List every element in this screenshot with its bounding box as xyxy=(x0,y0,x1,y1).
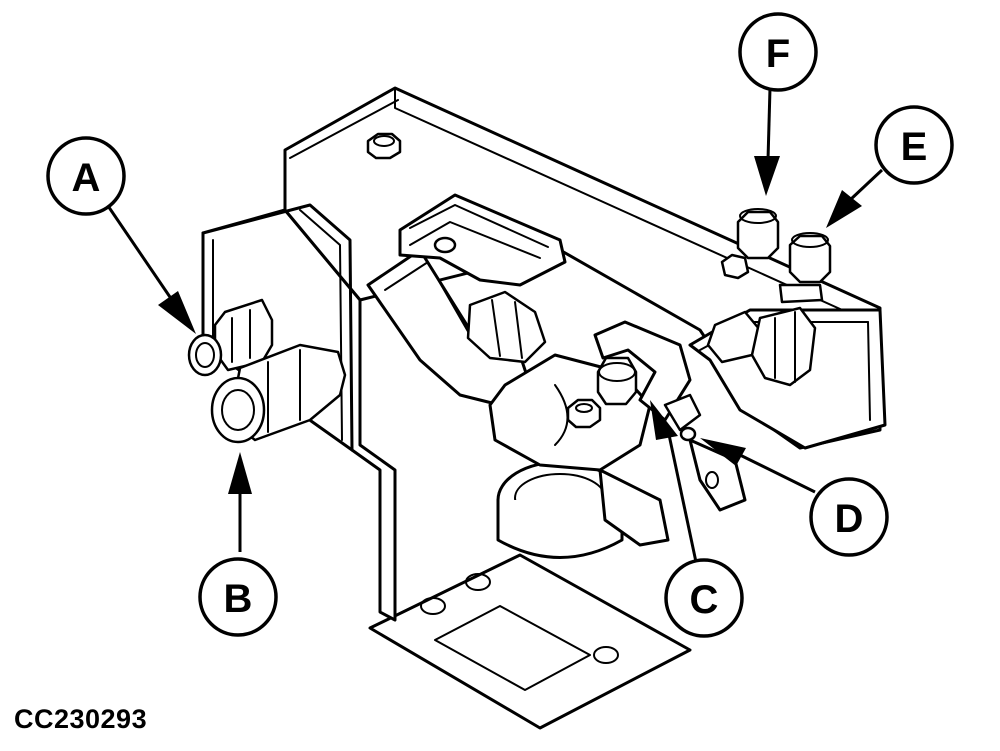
housing-top-bolt xyxy=(366,132,402,160)
leader-a xyxy=(102,199,196,334)
leader-d xyxy=(700,438,816,494)
valve-assembly-illustration xyxy=(187,86,887,730)
callout-b: B xyxy=(198,557,278,637)
leader-f xyxy=(754,87,780,196)
center-fitting xyxy=(466,290,547,364)
leader-b xyxy=(228,452,252,552)
callout-e-label: E xyxy=(901,125,928,169)
leader-c xyxy=(650,400,698,563)
callout-c: C xyxy=(664,558,744,638)
callout-b-label: B xyxy=(224,577,253,621)
callout-a-label: A xyxy=(72,156,101,200)
sensor-d xyxy=(663,393,747,512)
leader-e xyxy=(826,168,884,228)
mounting-plate xyxy=(368,553,692,730)
callout-d-label: D xyxy=(835,497,864,541)
callout-leaders xyxy=(102,87,884,563)
callout-f-label: F xyxy=(766,32,790,76)
fitting-b xyxy=(210,343,347,444)
callout-e: E xyxy=(874,105,954,185)
fitting-f xyxy=(720,208,780,280)
fitting-e xyxy=(778,232,832,304)
lower-body xyxy=(496,460,670,559)
lower-right-fittings xyxy=(706,306,817,387)
callout-c-label: C xyxy=(690,578,719,622)
figure-id-label: CC230293 xyxy=(14,704,148,734)
plunger-knob xyxy=(596,356,638,406)
callout-a: A xyxy=(46,136,126,216)
fitting-a xyxy=(187,298,274,377)
callout-f: F xyxy=(738,12,818,92)
upper-linkage xyxy=(398,193,567,287)
callout-d: D xyxy=(809,477,889,557)
